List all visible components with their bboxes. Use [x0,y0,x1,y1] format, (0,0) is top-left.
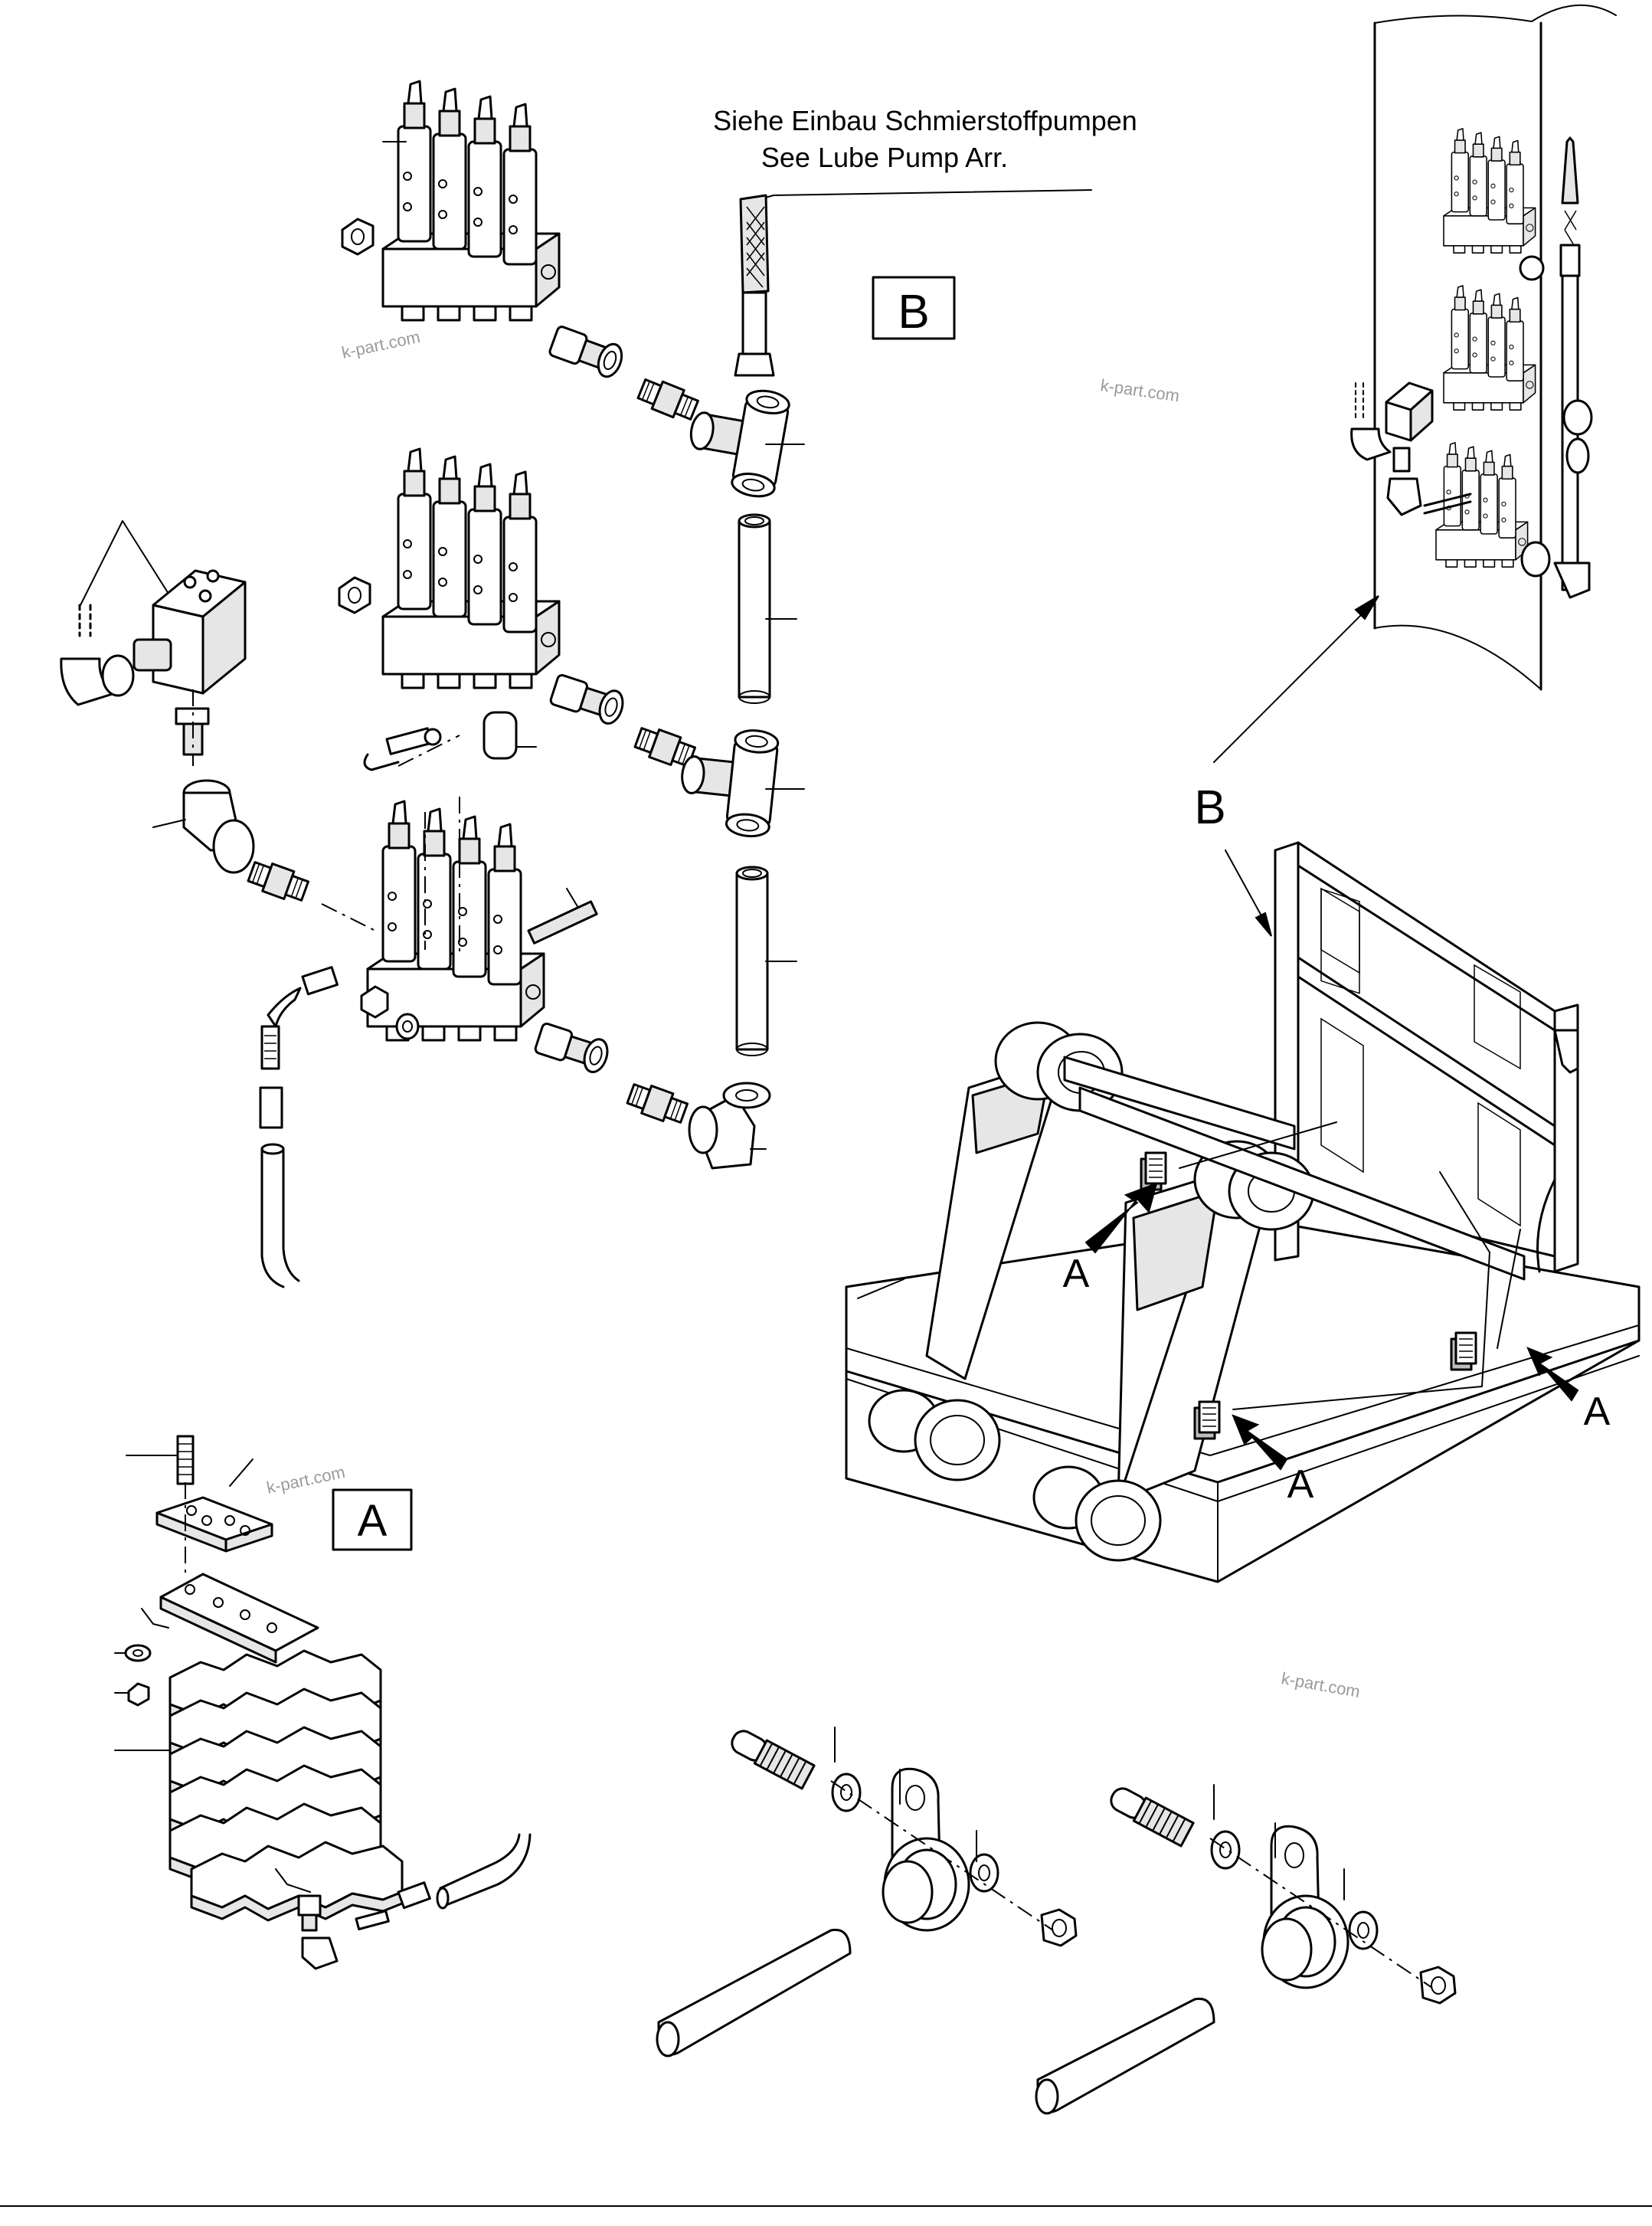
view-b-arrow-line [1213,601,1376,763]
view-b-box: B [872,276,956,340]
protective-cap [483,711,518,760]
cap-nut-middle [338,576,371,614]
machine-base-frame [845,841,1641,1583]
grease-nipple-parts [363,711,537,771]
watermark-2: k-part.com [1099,375,1180,405]
view-a-detail [114,1435,532,1970]
watermark-3: k-part.com [265,1462,347,1498]
lube-pump-note: Siehe Einbau Schmierstoffpumpen See Lube… [713,105,1137,201]
distributor-top [341,80,805,705]
distributor-bottom [259,797,771,1288]
arrow-a1-label: A [1063,1252,1090,1296]
view-b-box-text: B [898,286,929,339]
arrow-a3 [1232,1414,1288,1471]
arrow-a3-label: A [1287,1462,1314,1507]
view-a-box: A [332,1488,413,1551]
pipe-clamp-left [656,1726,1078,2057]
watermark-4: k-part.com [1280,1668,1362,1701]
supply-hose [734,194,775,377]
arrow-a2-label: A [1584,1390,1611,1434]
frame-b-label-text: B [1194,781,1225,834]
frame-b-label: B [1194,781,1272,937]
view-a-box-text: A [358,1496,388,1546]
arrow-a2 [1526,1347,1579,1402]
frame-a-arrows: A A A [1063,1182,1611,1507]
solenoid-valve [60,520,376,931]
note-english: See Lube Pump Arr. [761,142,1008,173]
arrow-a1 [1084,1182,1158,1254]
distributor-middle [338,447,805,1057]
watermark-1: k-part.com [340,327,422,362]
note-german: Siehe Einbau Schmierstoffpumpen [713,105,1137,136]
cap-nut-top [341,218,375,256]
view-b-detail [1350,4,1617,691]
pipe-clamp-right [1035,1783,1457,2115]
note-leader-line [754,189,1092,201]
